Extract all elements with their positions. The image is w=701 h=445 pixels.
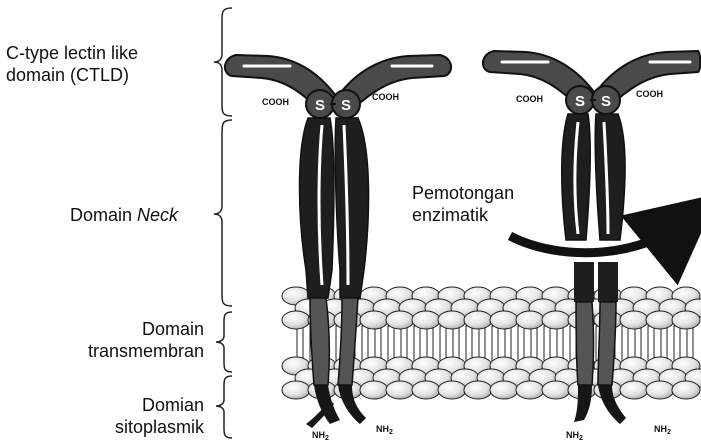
- label-cytoplasmic-line2: sitoplasmik: [40, 416, 204, 438]
- lipid-head: [620, 381, 648, 399]
- lipid-tail: [388, 326, 394, 362]
- remaining-neck-left: [574, 262, 594, 302]
- label-ctld-line2: domain (CTLD): [6, 64, 138, 86]
- bracket-neck: [214, 120, 232, 306]
- cooh-label-4: COOH: [636, 89, 663, 99]
- cleavage-arrow: [510, 222, 684, 253]
- sulfur-label-1: S: [315, 97, 325, 114]
- sulfur-label-4: S: [601, 93, 611, 110]
- label-ctld: C-type lectin like domain (CTLD): [6, 42, 138, 86]
- lipid-head: [646, 311, 674, 329]
- cooh-label-1: COOH: [262, 97, 289, 107]
- lipid-head: [360, 311, 388, 329]
- label-transmembrane: Domain transmembran: [40, 318, 204, 362]
- lipid-tail: [674, 326, 680, 362]
- lipid-head: [464, 381, 492, 399]
- lipid-head: [516, 381, 544, 399]
- lipid-head: [542, 311, 570, 329]
- shed-neck-right: [595, 114, 625, 240]
- label-cleavage-line2: enzimatik: [412, 204, 514, 226]
- label-cytoplasmic-line1: Domian: [40, 394, 204, 416]
- nh2-label-4: NH2: [654, 424, 671, 436]
- lipid-tail: [440, 326, 446, 362]
- lipid-head: [490, 381, 518, 399]
- label-ctld-line1: C-type lectin like: [6, 42, 138, 64]
- lipid-head: [620, 311, 648, 329]
- label-cleavage-line1: Pemotongan: [412, 182, 514, 204]
- lipid-tail: [466, 326, 472, 362]
- lipid-head: [282, 381, 310, 399]
- sulfur-label-2: S: [341, 97, 351, 114]
- lipid-head: [360, 381, 388, 399]
- lipid-head: [490, 311, 518, 329]
- lipid-head: [438, 311, 466, 329]
- lipid-head: [542, 381, 570, 399]
- bracket-cytoplasmic: [216, 376, 232, 438]
- sulfur-label-3: S: [575, 93, 585, 110]
- label-transmembrane-line1: Domain: [40, 318, 204, 340]
- label-cytoplasmic: Domian sitoplasmik: [40, 394, 204, 438]
- lipid-tail: [570, 326, 576, 362]
- lipid-head: [282, 311, 310, 329]
- neck-domain-right: [335, 118, 368, 298]
- neck-domain-left: [300, 118, 335, 298]
- lipid-head: [386, 381, 414, 399]
- label-neck: Domain Neck: [70, 204, 178, 226]
- lipid-head: [672, 381, 700, 399]
- lipid-head: [672, 311, 700, 329]
- label-transmembrane-line2: transmembran: [40, 340, 204, 362]
- lipid-tail: [622, 326, 628, 362]
- label-neck-italic: Neck: [137, 205, 178, 225]
- lipid-head: [516, 311, 544, 329]
- transmembrane-domain-left: [310, 298, 329, 385]
- lipid-head: [438, 381, 466, 399]
- lipid-tail: [492, 326, 498, 362]
- bracket-transmembrane: [216, 312, 232, 372]
- lipid-tail: [518, 326, 524, 362]
- lipid-tail: [362, 326, 368, 362]
- label-cleavage: Pemotongan enzimatik: [412, 182, 514, 226]
- nh2-label-3: NH2: [566, 430, 583, 442]
- lipid-head: [386, 311, 414, 329]
- lipid-tail: [648, 326, 654, 362]
- lipid-tail: [544, 326, 550, 362]
- nh2-label-1: NH2: [312, 430, 329, 442]
- lipid-head: [412, 311, 440, 329]
- label-neck-prefix: Domain: [70, 205, 137, 225]
- nh2-label-2: NH2: [376, 424, 393, 436]
- cooh-label-2: COOH: [372, 92, 399, 102]
- lipid-head: [646, 381, 674, 399]
- lipid-tail: [414, 326, 420, 362]
- lipid-head: [464, 311, 492, 329]
- lipid-head: [412, 381, 440, 399]
- remaining-neck-right: [598, 262, 618, 302]
- cooh-label-3: COOH: [516, 94, 543, 104]
